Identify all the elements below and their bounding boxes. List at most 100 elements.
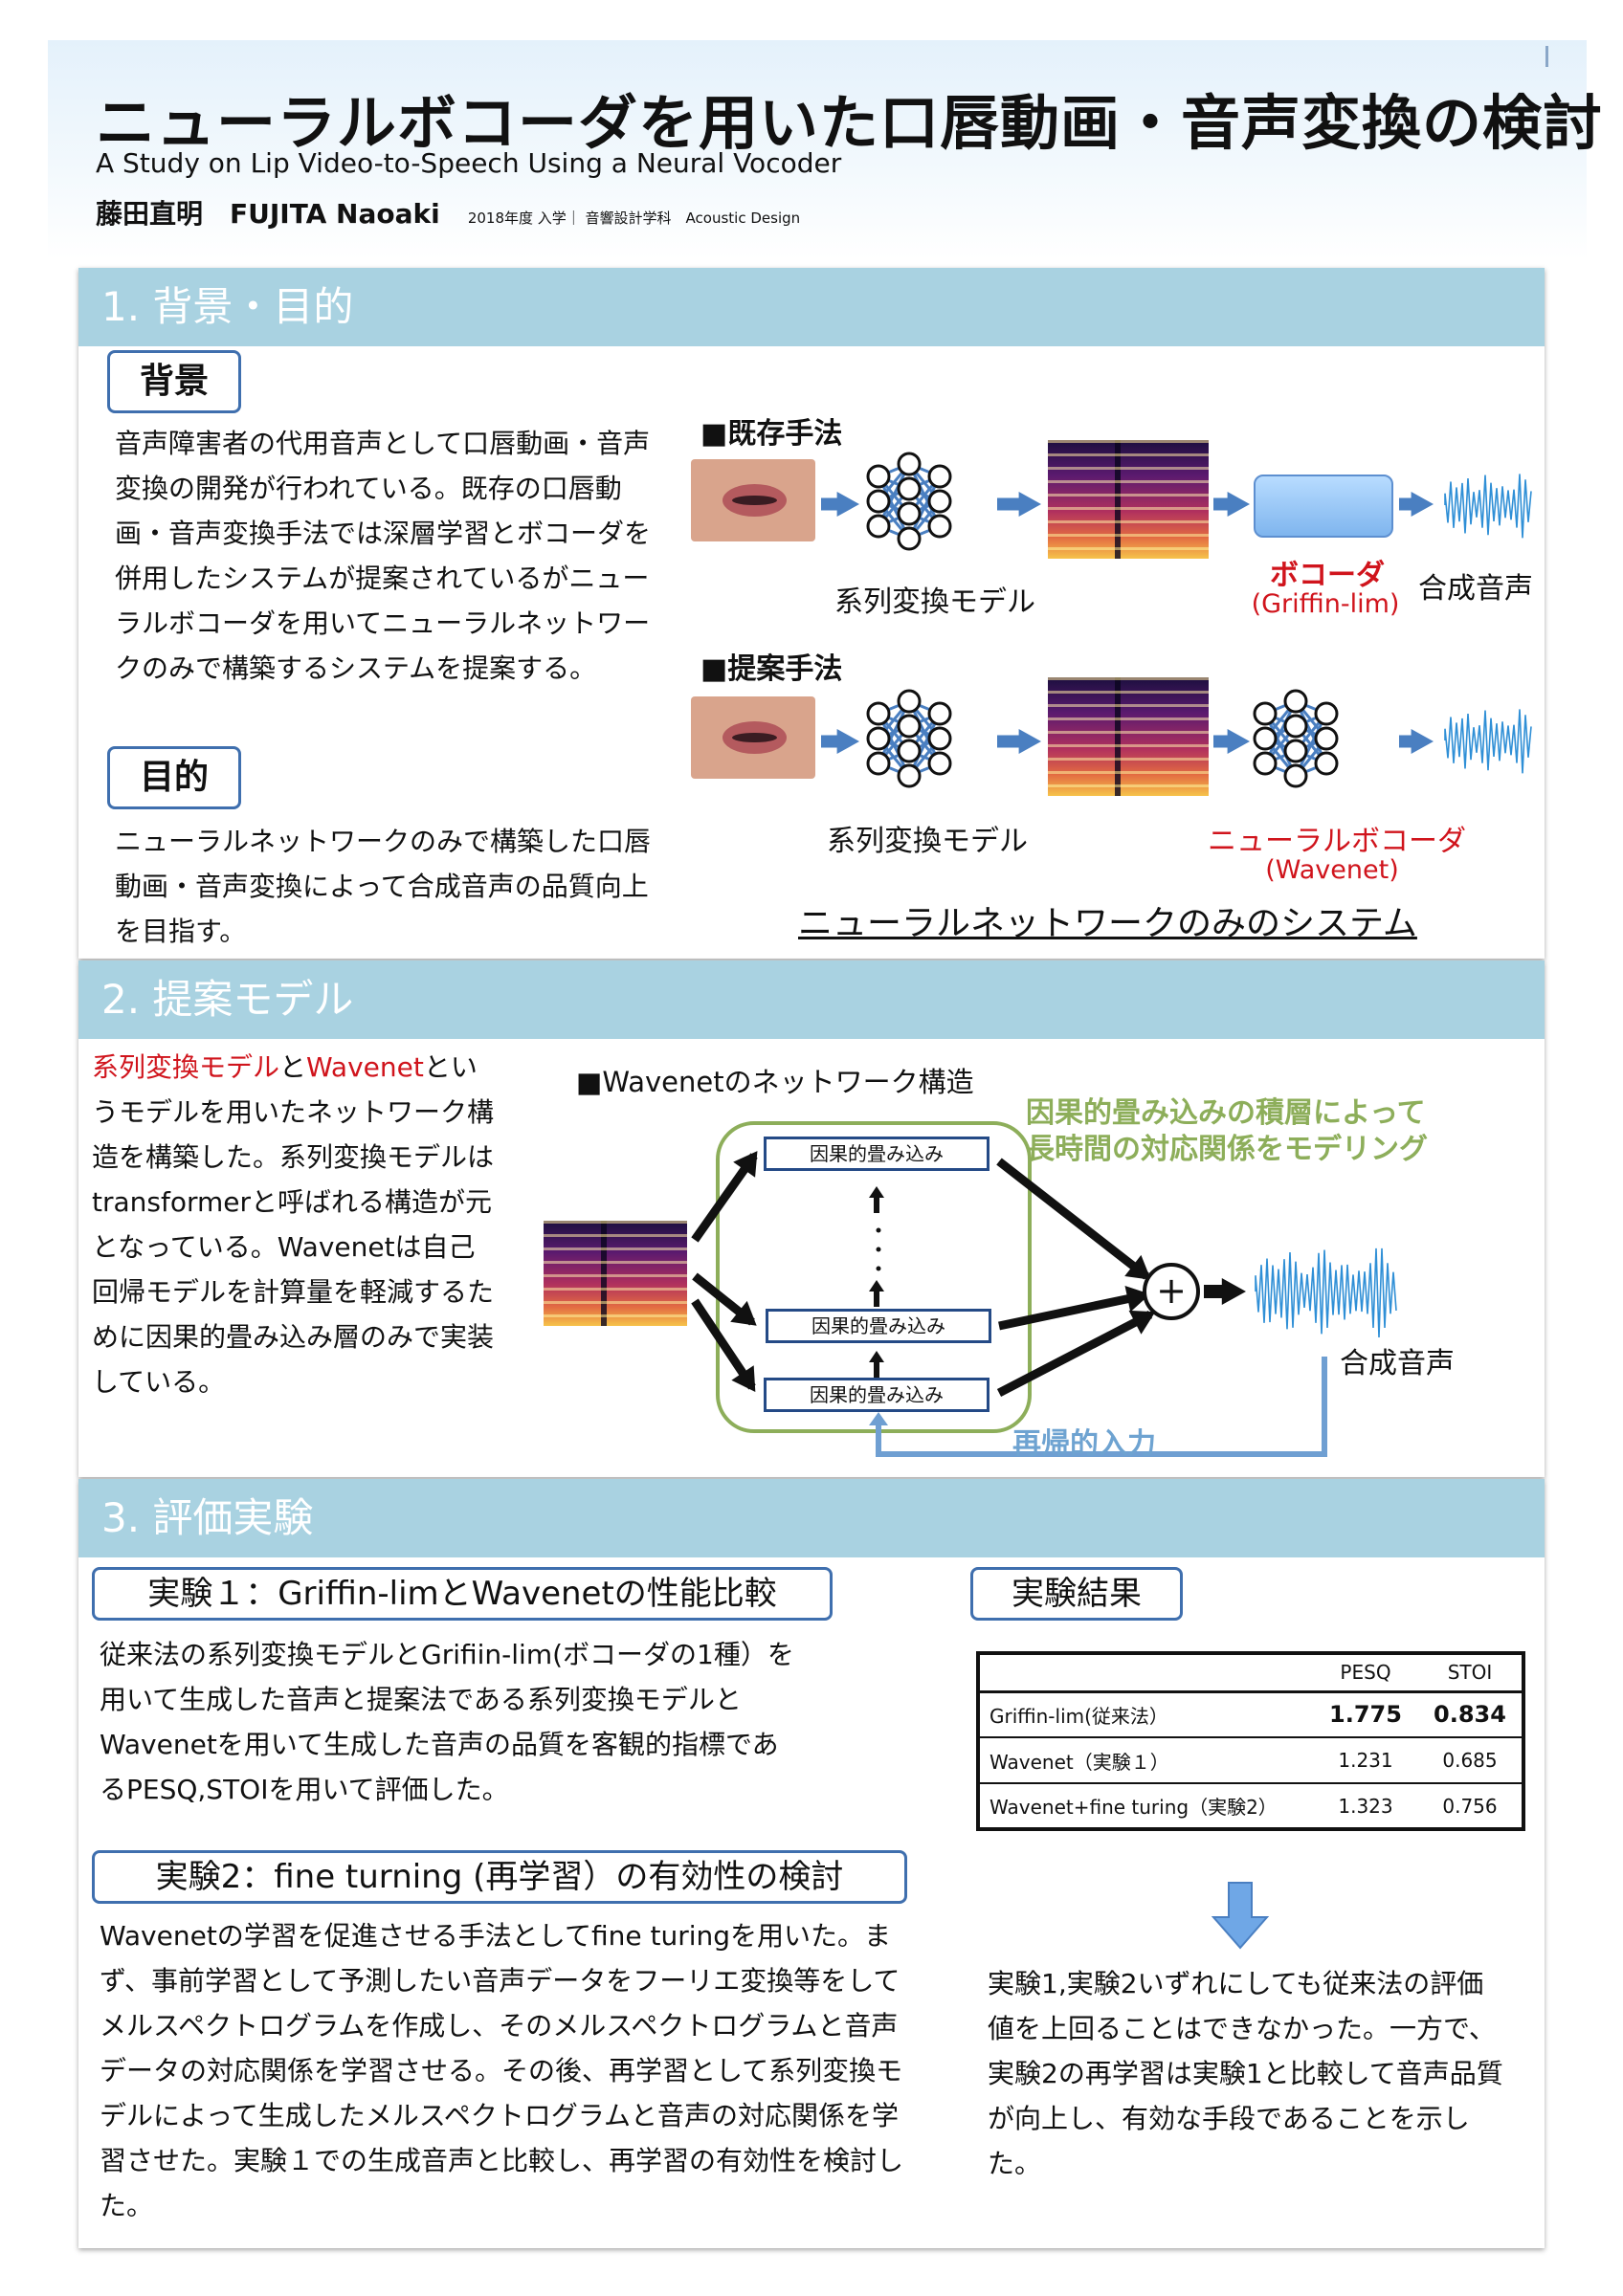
table-row: Griffin-lim(従来法） 1.775 0.834 — [978, 1691, 1523, 1737]
poster-subtitle: A Study on Lip Video-to-Speech Using a N… — [96, 147, 842, 179]
down-arrow-icon — [1211, 1882, 1270, 1950]
recursive-arrow-head — [869, 1412, 888, 1425]
arrow-icon — [997, 492, 1041, 517]
model-text-rest: というモデルを用いたネットワーク構造を構築した。系列変換モデルはtransfor… — [92, 1051, 495, 1398]
arrow-icon — [821, 729, 859, 754]
up-arrow-icon — [869, 1351, 884, 1378]
author-name: 藤田直明 FUJITA Naoaki — [96, 198, 440, 230]
waveform-icon — [1444, 474, 1532, 539]
section-heading: 3. 評価実験 — [78, 1479, 1545, 1557]
arrow-icon — [1399, 492, 1434, 517]
method-cell: Griffin-lim(従来法） — [989, 1704, 1168, 1728]
green-note-1: 因果的畳み込みの積層によって — [1026, 1096, 1426, 1130]
exp1-label: 実験１：Griffin-limとWavenetの性能比較 — [92, 1567, 833, 1621]
table-header-cell: PESQ — [1313, 1653, 1418, 1693]
method-cell: Wavenet（実験１） — [978, 1736, 1313, 1783]
nn-only-caption: ニューラルネットワークのみのシステム — [798, 904, 1417, 943]
conv-layer-bottom: 因果的畳み込み — [764, 1378, 989, 1412]
vocoder-label: ボコーダ — [1270, 559, 1385, 592]
arrow-icon — [821, 492, 859, 517]
wavenet-diagram-title: ■Wavenetのネットワーク構造 — [576, 1066, 974, 1098]
exp1-text: 従来法の系列変換モデルとGrifiin-lim(ボコーダの1種）を用いて生成した… — [100, 1639, 794, 1805]
seq-model-label-existing: 系列変換モデル — [834, 585, 1035, 619]
purpose-text: ニューラルネットワークのみで構築した口唇動画・音声変換によって合成音声の品質向上… — [115, 826, 652, 947]
vocoder-box — [1254, 475, 1393, 538]
proposed-method-label: ■提案手法 — [700, 652, 843, 686]
arrow-icon — [1213, 729, 1250, 754]
output-arrow-mid — [998, 1291, 1145, 1331]
green-note-2: 長時間の対応関係をモデリング — [1026, 1133, 1428, 1166]
output-arrow-top-head — [1124, 1254, 1151, 1280]
exp2-label: 実験2：fine turning (再学習）の有効性の検討 — [92, 1850, 907, 1904]
pesq-cell: 1.231 — [1313, 1736, 1418, 1783]
background-label: 背景 — [107, 350, 241, 413]
arrow-icon — [1213, 492, 1250, 517]
existing-method-label: ■既存手法 — [700, 417, 843, 451]
header-tick — [1545, 46, 1548, 67]
waveform-icon — [1255, 1247, 1397, 1337]
recursive-path — [876, 1357, 1327, 1457]
table-row: Wavenet+fine turing（実験2） 1.323 0.756 — [978, 1782, 1523, 1829]
arrow-icon — [1204, 1278, 1246, 1305]
neural-network-icon — [866, 452, 952, 551]
dot-2 — [876, 1247, 881, 1252]
poster-title: ニューラルボコーダを用いた口唇動画・音声変換の検討 — [96, 88, 1604, 158]
exp2-text: Wavenetの学習を促進させる手法としてfine turingを用いた。まず、… — [100, 1920, 904, 2221]
up-arrow-icon — [869, 1186, 884, 1213]
neural-vocoder-label: ニューラルボコーダ — [1208, 825, 1466, 858]
section-heading: 1. 背景・目的 — [78, 268, 1545, 346]
synth-label-wavenet: 合成音声 — [1340, 1347, 1455, 1380]
lip-image-existing — [691, 459, 815, 541]
waveform-icon — [1444, 709, 1532, 774]
stoi-cell: 0.834 — [1434, 1701, 1506, 1729]
neural-vocoder-sub: (Wavenet) — [1265, 855, 1399, 885]
input-arrow-top-head — [733, 1151, 758, 1178]
table-header-cell: STOI — [1418, 1653, 1523, 1693]
affiliation: 2018年度 入学｜ 音響設計学科 Acoustic Design — [467, 210, 801, 227]
spectrogram-existing — [1048, 440, 1209, 559]
synth-label-existing: 合成音声 — [1418, 572, 1533, 606]
results-table: PESQ STOI Griffin-lim(従来法） 1.775 0.834 W… — [976, 1651, 1525, 1831]
input-arrow-bottom — [691, 1298, 756, 1390]
arrow-icon — [997, 729, 1041, 754]
dot-1 — [876, 1227, 881, 1233]
pesq-cell: 1.775 — [1329, 1701, 1402, 1729]
wavenet-diagram: + — [691, 1121, 1397, 1457]
plus-sign: + — [1156, 1269, 1187, 1312]
recursive-input-label: 再帰的入力 — [1012, 1427, 1156, 1461]
results-label: 実験結果 — [970, 1567, 1183, 1621]
model-description: 系列変換モデルとWavenetというモデルを用いたネットワーク構造を構築した。系… — [92, 1045, 494, 1404]
table-header-cell — [978, 1653, 1313, 1693]
conclusion-text: 実験1,実験2いずれにしても従来法の評価値を上回ることはできなかった。一方で、実… — [988, 1968, 1503, 2179]
spectrogram-input — [544, 1221, 687, 1326]
output-arrow-bottom-head — [1128, 1310, 1156, 1335]
conv-layer-mid: 因果的畳み込み — [766, 1309, 991, 1343]
pesq-cell: 1.323 — [1313, 1782, 1418, 1829]
section-proposed-model: 2. 提案モデル 系列変換モデルとWavenetというモデルを用いたネットワーク… — [78, 960, 1545, 1477]
model-keyword-seq: 系列変換モデル — [92, 1051, 280, 1083]
output-arrow-bottom — [996, 1311, 1153, 1397]
stoi-cell: 0.685 — [1418, 1736, 1523, 1783]
method-cell: Wavenet+fine turing（実験2） — [978, 1782, 1313, 1829]
model-keyword-wavenet: Wavenet — [306, 1051, 424, 1083]
stoi-cell: 0.756 — [1418, 1782, 1523, 1829]
up-arrow-icon — [869, 1280, 884, 1307]
input-arrow-bottom-head — [731, 1365, 756, 1392]
causal-stack-frame — [716, 1121, 1032, 1433]
plus-circle — [1143, 1263, 1200, 1320]
pipeline-diagram — [821, 452, 1532, 788]
section-evaluation: 3. 評価実験 実験１：Griffin-limとWavenetの性能比較 従来法… — [78, 1479, 1545, 2248]
vocoder-sub: (Griffin-lim) — [1251, 589, 1400, 619]
table-header-row: PESQ STOI — [978, 1653, 1523, 1693]
purpose-label: 目的 — [107, 746, 241, 809]
section-background-purpose: 1. 背景・目的 背景 音声障害者の代用音声として口唇動画・音声変換の開発が行わ… — [78, 268, 1545, 959]
lip-image-proposed — [691, 696, 815, 779]
table-row: Wavenet（実験１） 1.231 0.685 — [978, 1736, 1523, 1783]
input-arrow-mid-head — [730, 1300, 757, 1326]
output-arrow-top — [996, 1158, 1149, 1280]
conv-layer-top: 因果的畳み込み — [764, 1137, 989, 1171]
section-heading: 2. 提案モデル — [78, 960, 1545, 1039]
neural-network-icon — [1253, 689, 1339, 788]
poster-header: ニューラルボコーダを用いた口唇動画・音声変換の検討 A Study on Lip… — [48, 40, 1602, 260]
author-row: 藤田直明 FUJITA Naoaki 2018年度 入学｜ 音響設計学科 Aco… — [96, 193, 800, 232]
